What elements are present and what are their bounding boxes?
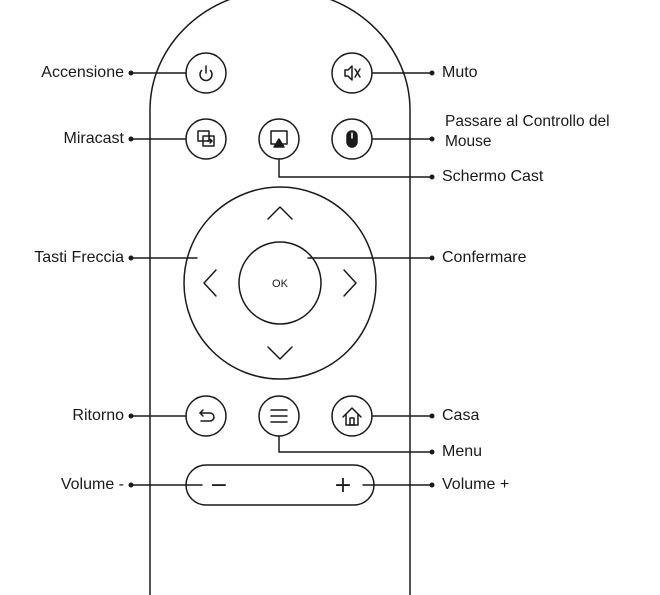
arrow-left-icon[interactable] — [203, 269, 217, 297]
miracast-button[interactable] — [185, 118, 227, 160]
mouse-control-button[interactable] — [331, 118, 373, 160]
power-button[interactable] — [185, 52, 227, 94]
label-back: Ritorno — [72, 407, 124, 424]
screen-cast-button[interactable] — [258, 118, 300, 160]
back-icon — [199, 409, 215, 422]
label-volume-up: Volume + — [442, 476, 510, 493]
label-miracast: Miracast — [63, 130, 124, 147]
menu-button[interactable] — [258, 395, 300, 437]
mute-icon — [344, 65, 361, 81]
label-volume-down: Volume - — [60, 476, 124, 493]
label-mute: Muto — [442, 64, 478, 81]
ok-button[interactable] — [238, 241, 322, 325]
back-button[interactable] — [185, 395, 227, 437]
volume-minus-symbol[interactable]: − — [210, 473, 228, 498]
label-arrows: Tasti Freccia — [34, 249, 124, 266]
screen-cast-icon — [270, 130, 288, 148]
dpad-ring[interactable] — [183, 186, 377, 380]
menu-icon — [270, 409, 288, 423]
arrow-right-icon[interactable] — [343, 269, 357, 297]
arrow-down-icon[interactable] — [267, 346, 293, 360]
label-power: Accensione — [41, 64, 124, 81]
miracast-icon — [197, 130, 215, 147]
mute-button[interactable] — [331, 52, 373, 94]
label-screen-cast: Schermo Cast — [442, 168, 544, 185]
ok-label: OK — [272, 278, 289, 290]
label-home: Casa — [442, 407, 480, 424]
leader-lines — [130, 72, 433, 486]
label-confirm: Confermare — [442, 249, 527, 266]
home-icon — [342, 407, 362, 426]
label-mouse-line2: Mouse — [445, 133, 492, 150]
leader-dots — [128, 70, 435, 488]
arrow-up-icon[interactable] — [267, 206, 293, 220]
power-icon — [199, 65, 213, 82]
label-menu: Menu — [442, 443, 483, 460]
label-mouse-line1: Passare al Controllo del — [445, 113, 610, 130]
mouse-icon — [346, 130, 358, 148]
home-button[interactable] — [331, 395, 373, 437]
remote-body — [149, 0, 411, 595]
volume-plus-symbol[interactable]: + — [334, 473, 352, 498]
